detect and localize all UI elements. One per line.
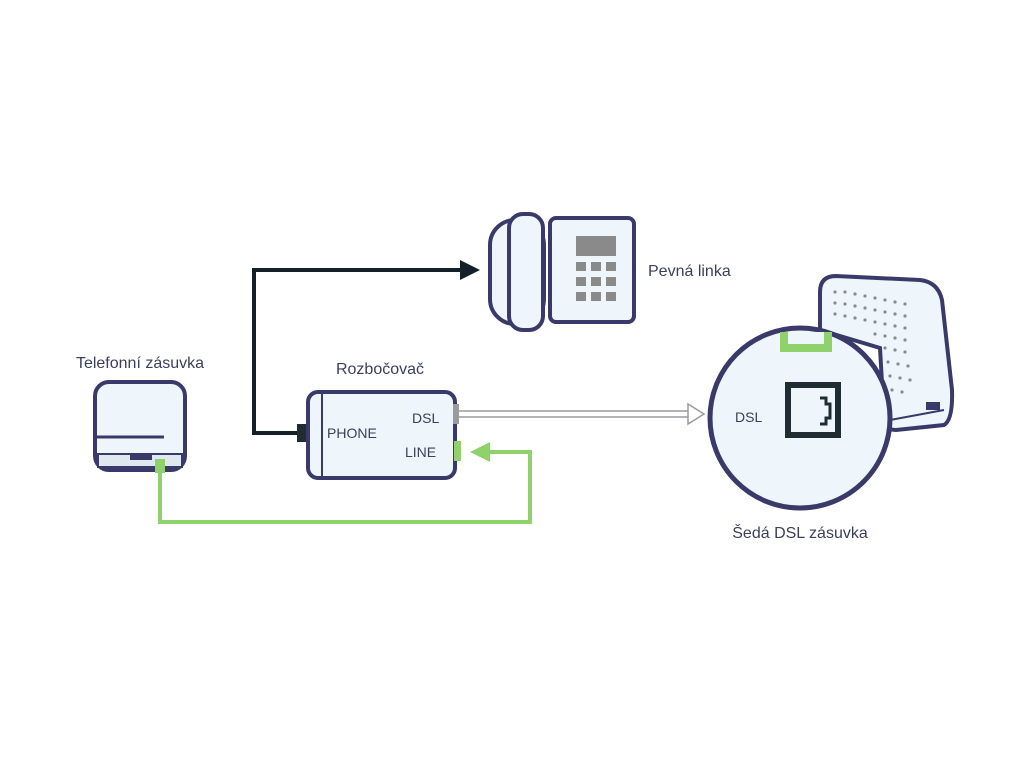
splitter-label: Rozbočovač xyxy=(336,361,424,378)
splitter-port-dsl: DSL xyxy=(412,410,439,426)
landline-label: Pevná linka xyxy=(648,263,731,280)
splitter-port-line: LINE xyxy=(405,444,436,460)
wall-socket xyxy=(93,380,187,473)
dsl-socket-label: Šedá DSL zásuvka xyxy=(732,523,868,542)
router-vent-dots xyxy=(833,290,912,394)
line-cable xyxy=(158,442,532,524)
dsl-socket xyxy=(707,325,893,511)
splitter-port-phone: PHONE xyxy=(327,425,377,441)
phone-cable xyxy=(252,260,480,435)
wall-socket-label: Telefonní zásuvka xyxy=(76,355,204,372)
dsl-cable xyxy=(458,402,706,426)
landline-phone-icon xyxy=(488,212,636,332)
dsl-socket-port-label: DSL xyxy=(735,409,762,425)
splitter xyxy=(297,390,461,480)
